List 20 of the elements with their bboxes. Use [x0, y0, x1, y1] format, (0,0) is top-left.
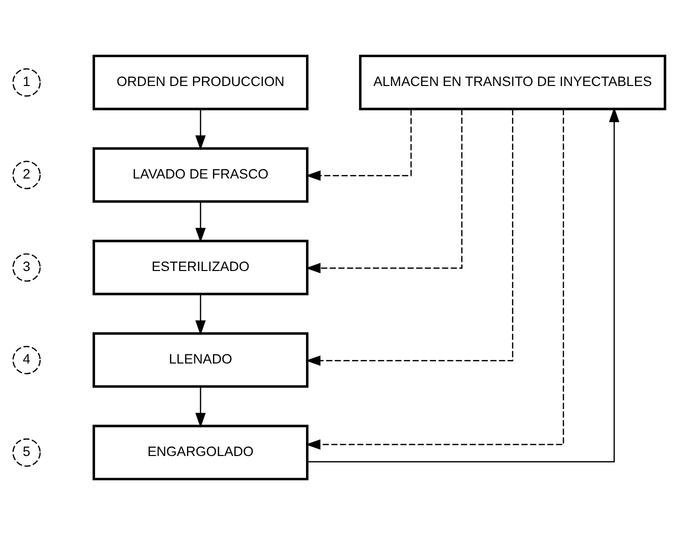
- node-box: ENGARGOLADO: [92, 424, 308, 480]
- node-circle: 3: [12, 253, 41, 282]
- node-box: ESTERILIZADO: [92, 240, 308, 296]
- arrow: [195, 202, 206, 243]
- node-box: LAVADO DE FRASCO: [92, 147, 308, 203]
- arrow: [306, 109, 412, 181]
- node-circle: 4: [12, 346, 41, 374]
- node-circle: 2: [12, 160, 41, 190]
- arrow: [306, 109, 564, 450]
- node-circle: 1: [12, 68, 41, 97]
- arrow: [306, 109, 514, 366]
- node-box: ALMACEN EN TRANSITO DE INYECTABLES: [359, 54, 666, 110]
- arrow: [195, 294, 206, 336]
- arrow: [306, 109, 462, 274]
- arrow: [195, 386, 206, 428]
- node-box: LLENADO: [92, 332, 308, 388]
- node-box: ORDEN DE PRODUCCION: [92, 54, 308, 110]
- node-circle: 5: [12, 438, 41, 467]
- arrow: [195, 109, 206, 150]
- arrow: [308, 107, 620, 462]
